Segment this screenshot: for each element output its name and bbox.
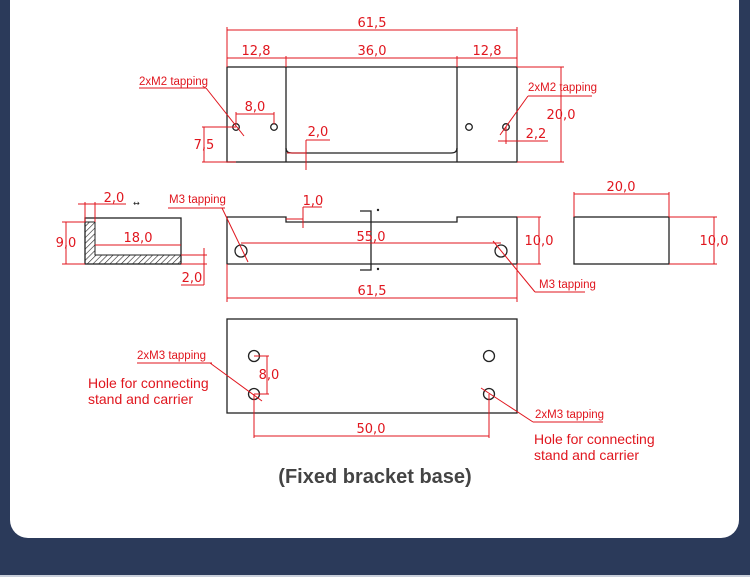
m3-hole <box>482 349 496 363</box>
section-mark <box>360 210 372 271</box>
m2-hole <box>465 123 473 131</box>
note-base-left-description-1: Hole for connecting <box>88 375 209 391</box>
dim-front-height: 10,0 <box>525 234 554 249</box>
dim-base-vertical-spacing: 8,0 <box>259 368 280 383</box>
dim-base-horizontal-spacing: 50,0 <box>357 422 386 437</box>
dim-top-height: 20,0 <box>547 108 576 123</box>
note-right-m2-tapping: 2xM2 tapping <box>528 82 597 94</box>
drawing-caption: (Fixed bracket base) <box>278 466 471 488</box>
note-front-right-m3-tapping: M3 tapping <box>539 279 596 291</box>
dim-step: 1,0 <box>303 194 324 209</box>
note-base-right-description-1: Hole for connecting <box>534 431 655 447</box>
svg-text:↔: ↔ <box>133 199 140 208</box>
dim-front-hole-spacing: 55,0 <box>357 230 386 245</box>
note-left-m2-tapping: 2xM2 tapping <box>139 76 208 88</box>
dim-left-section: 12,8 <box>242 44 271 59</box>
dim-hole-spacing: 8,0 <box>245 100 266 115</box>
profile-view: 2,0 ↔ 9,0 18,0 2,0 <box>56 191 207 286</box>
top-view: 61,5 12,8 36,0 12,8 8,0 7,5 2,0 20,0 2,2 <box>139 16 597 170</box>
note-base-right-m3-tapping: 2xM3 tapping <box>535 409 604 421</box>
dim-hole-height: 7,5 <box>194 138 215 153</box>
dim-right-section: 12,8 <box>473 44 502 59</box>
note-base-right-description-2: stand and carrier <box>534 447 639 463</box>
dim-profile-thickness-bottom: 2,0 <box>182 271 203 286</box>
dim-middle-section: 36,0 <box>358 44 387 59</box>
front-view: 1,0 55,0 10,0 61,5 M3 tapping M3 tapping <box>168 194 596 302</box>
end-view-outline <box>573 216 670 265</box>
dim-end-width: 20,0 <box>607 180 636 195</box>
note-base-left-description-2: stand and carrier <box>88 391 193 407</box>
drawing-card <box>10 0 739 538</box>
dim-profile-inner-length: 18,0 <box>124 231 153 246</box>
base-view: 8,0 50,0 2xM3 tapping Hole for connectin… <box>88 318 655 463</box>
note-front-left-m3-tapping: M3 tapping <box>169 194 226 206</box>
dim-edge-offset: 2,2 <box>526 127 547 142</box>
dim-end-height: 10,0 <box>700 234 729 249</box>
base-view-outline <box>226 318 518 414</box>
top-view-recess <box>285 147 458 154</box>
dim-profile-height: 9,0 <box>56 236 77 251</box>
dim-profile-thickness-top: 2,0 <box>104 191 125 206</box>
note-base-left-m3-tapping: 2xM3 tapping <box>137 350 206 362</box>
end-view: 20,0 10,0 <box>573 180 729 265</box>
dim-top-overall-width: 61,5 <box>358 16 387 31</box>
bottom-divider <box>0 575 750 577</box>
dim-front-overall-width: 61,5 <box>358 284 387 299</box>
dim-recess-depth: 2,0 <box>308 125 329 140</box>
m2-hole <box>270 123 278 131</box>
